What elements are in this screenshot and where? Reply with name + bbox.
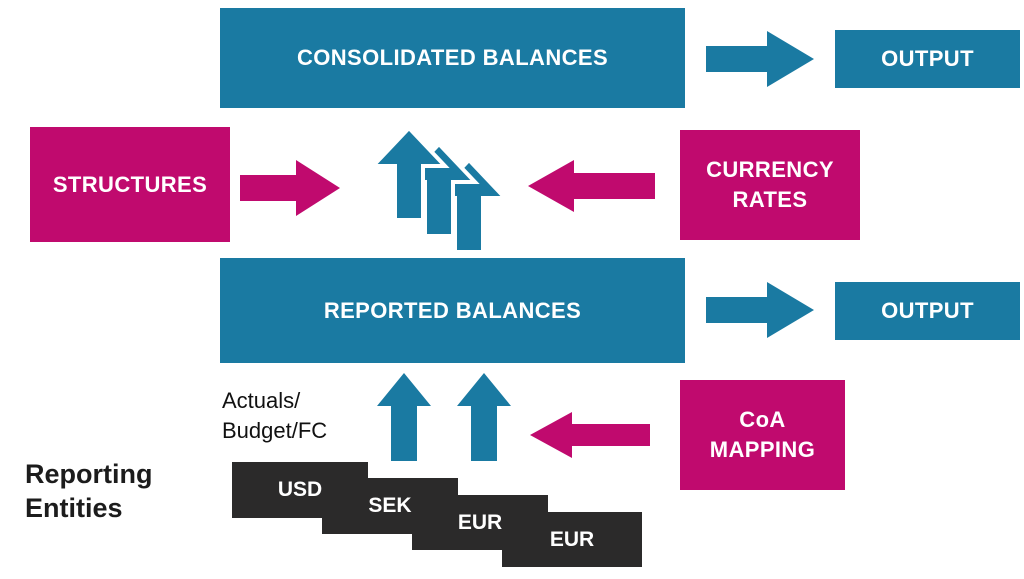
currency-rates-label: CURRENCY RATES bbox=[706, 157, 834, 212]
stacked-up-arrows-icon bbox=[373, 128, 508, 253]
entity-box-eur-2: EUR bbox=[502, 512, 642, 567]
structures-box: STRUCTURES bbox=[30, 127, 230, 242]
currency-rates-left-arrow-icon bbox=[528, 160, 655, 212]
entity-usd-label: USD bbox=[277, 478, 323, 501]
reported-balances-box: REPORTED BALANCES bbox=[220, 258, 685, 363]
output-bottom-label: OUTPUT bbox=[881, 298, 974, 324]
entity-eur-1-label: EUR bbox=[457, 510, 503, 534]
entity-eur-2-label: EUR bbox=[549, 527, 595, 551]
coa-mapping-box: CoA MAPPING bbox=[680, 380, 845, 490]
output-bottom-box: OUTPUT bbox=[835, 282, 1020, 340]
reported-balances-label: REPORTED BALANCES bbox=[323, 297, 582, 323]
entities-up-arrow-right-icon bbox=[457, 373, 511, 461]
structures-label: STRUCTURES bbox=[52, 171, 208, 197]
output-top-label: OUTPUT bbox=[881, 46, 974, 72]
entities-up-arrow-left-icon bbox=[377, 373, 431, 461]
output-top-box: OUTPUT bbox=[835, 30, 1020, 88]
reported-to-output-right-arrow-icon bbox=[706, 282, 814, 338]
consolidated-balances-label: CONSOLIDATED BALANCES bbox=[296, 45, 609, 71]
reporting-entities-label: Reporting Entities bbox=[25, 459, 153, 523]
entity-sek-label: SEK bbox=[368, 494, 412, 517]
consolidated-to-output-right-arrow-icon bbox=[706, 31, 814, 87]
structures-right-arrow-icon bbox=[240, 160, 340, 216]
coa-mapping-label: CoA MAPPING bbox=[709, 407, 816, 462]
consolidated-balances-box: CONSOLIDATED BALANCES bbox=[220, 8, 685, 108]
currency-rates-box: CURRENCY RATES bbox=[680, 130, 860, 240]
coa-mapping-left-arrow-icon bbox=[530, 412, 650, 458]
actuals-budget-fc-label: Actuals/ Budget/FC bbox=[222, 388, 328, 443]
